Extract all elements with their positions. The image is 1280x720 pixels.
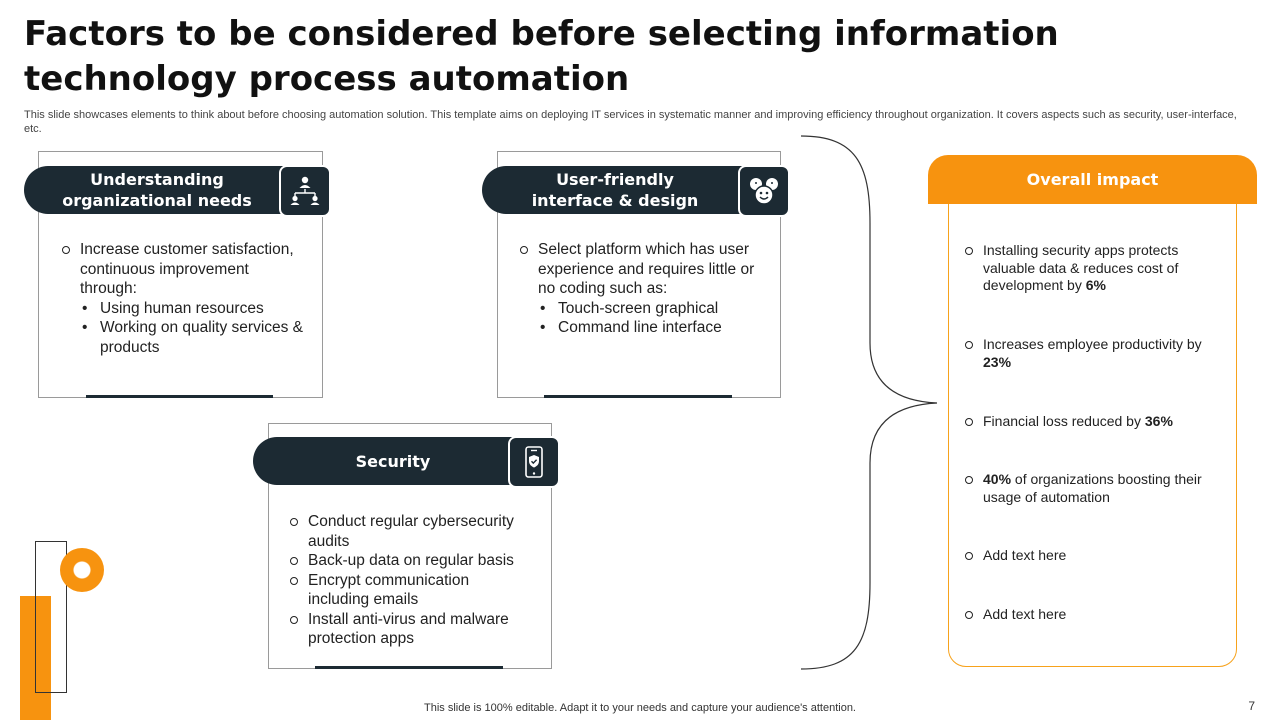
card-title-line1: User-friendly <box>556 170 674 189</box>
decor-orange-ring <box>60 548 104 592</box>
list-item: Select platform which has user experienc… <box>518 240 768 299</box>
slide-subtitle: This slide showcases elements to think a… <box>24 109 1237 135</box>
impact-text: Increases employee productivity by <box>983 336 1202 352</box>
impact-text: Installing security apps protects valuab… <box>983 242 1179 293</box>
list-subitem: Using human resources <box>60 299 310 319</box>
user-group-icon <box>738 165 790 217</box>
impact-item: Financial loss reduced by 36% <box>965 413 1227 431</box>
impact-header: Overall impact <box>928 155 1257 204</box>
card-underline <box>86 395 273 398</box>
impact-item: Add text here <box>965 606 1227 624</box>
card-body-organizational-needs: Increase customer satisfaction, continuo… <box>60 240 310 357</box>
impact-value: 36% <box>1144 413 1173 429</box>
impact-text: of organizations boosting their usage of… <box>983 471 1202 505</box>
card-title: Security <box>355 451 431 471</box>
list-subitem: Working on quality services & products <box>60 318 310 357</box>
card-title-organizational-needs: Understanding organizational needs <box>24 166 290 214</box>
card-body-interface-design: Select platform which has user experienc… <box>518 240 768 338</box>
impact-text: Add text here <box>983 547 1067 563</box>
secure-phone-icon <box>508 436 560 488</box>
list-item: Install anti-virus and malware protectio… <box>288 610 533 649</box>
slide-footer: This slide is 100% editable. Adapt it to… <box>424 702 856 714</box>
impact-value: 23% <box>983 353 1012 370</box>
card-title-line2: organizational needs <box>62 191 252 210</box>
impact-value: 6% <box>1085 277 1106 293</box>
impact-item: Add text here <box>965 547 1227 565</box>
impact-text: Financial loss reduced by <box>983 413 1145 429</box>
list-item: Encrypt communication including emails <box>288 571 533 610</box>
page-number: 7 <box>1248 699 1255 713</box>
impact-text: Add text here <box>983 606 1067 622</box>
org-chart-icon <box>279 165 331 217</box>
curly-brace <box>800 135 938 670</box>
impact-item: Increases employee productivity by 23% <box>965 336 1227 371</box>
impact-item: Installing security apps protects valuab… <box>965 242 1227 295</box>
list-subitem: Touch-screen graphical <box>518 299 768 319</box>
card-underline <box>315 666 503 669</box>
impact-value: 40% <box>983 471 1012 487</box>
list-subitem: Command line interface <box>518 318 768 338</box>
list-item: Back-up data on regular basis <box>288 551 533 571</box>
card-title-security: Security <box>253 437 533 485</box>
decor-outline-rect <box>35 541 67 693</box>
list-item: Increase customer satisfaction, continuo… <box>60 240 310 299</box>
list-item: Conduct regular cybersecurity audits <box>288 512 533 551</box>
card-underline <box>544 395 732 398</box>
impact-item: 40% of organizations boosting their usag… <box>965 471 1227 506</box>
slide-title: Factors to be considered before selectin… <box>24 14 1059 99</box>
card-title-line1: Understanding <box>90 170 224 189</box>
card-title-interface-design: User-friendly interface & design <box>482 166 748 214</box>
card-body-security: Conduct regular cybersecurity audits Bac… <box>288 512 533 649</box>
card-title-line2: interface & design <box>531 191 699 210</box>
